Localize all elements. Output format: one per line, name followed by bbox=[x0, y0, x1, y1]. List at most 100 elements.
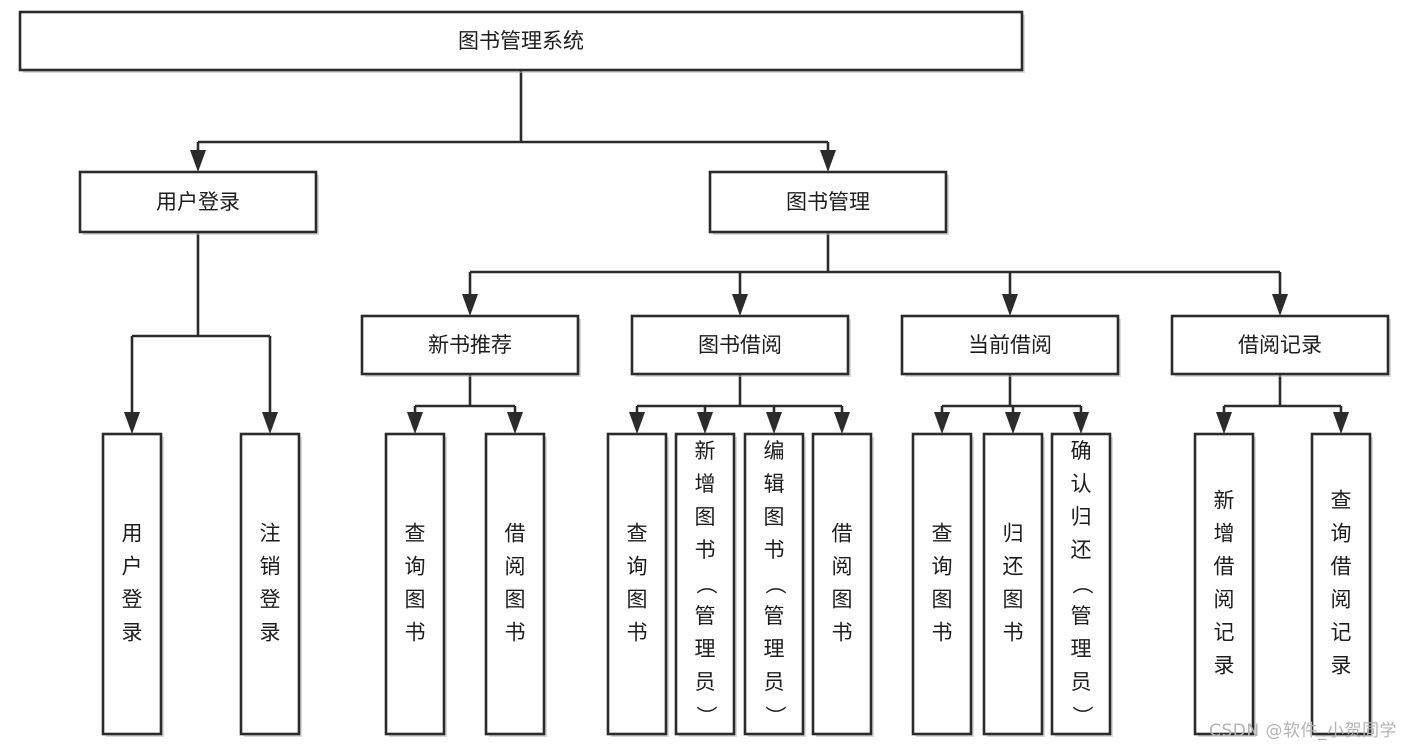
arrow-head-icon bbox=[1333, 412, 1349, 434]
connector-group bbox=[629, 374, 850, 434]
arrow-head-icon bbox=[462, 294, 478, 316]
node-label-char: 确 bbox=[1071, 439, 1092, 463]
node-box[interactable] bbox=[708, 170, 948, 234]
node-box[interactable] bbox=[674, 432, 736, 736]
node-label-char: 询 bbox=[932, 555, 953, 579]
node-box[interactable] bbox=[982, 432, 1044, 736]
arrow-head-icon bbox=[1073, 412, 1089, 434]
node-label-char: 图 bbox=[505, 588, 526, 612]
node-label-char: 图 bbox=[695, 505, 716, 529]
node-label-char: 理 bbox=[695, 637, 716, 661]
connector-group bbox=[407, 374, 523, 434]
node-records[interactable]: 借阅记录 bbox=[1170, 314, 1391, 377]
arrow-head-icon bbox=[834, 412, 850, 434]
node-label-char: （ bbox=[763, 574, 787, 595]
node-label-char: 阅 bbox=[1331, 588, 1352, 612]
node-label-char: 书 bbox=[627, 621, 648, 645]
node-box[interactable] bbox=[1050, 432, 1112, 736]
node-box[interactable] bbox=[900, 314, 1120, 376]
node-box[interactable] bbox=[606, 432, 668, 736]
node-box[interactable] bbox=[384, 432, 446, 736]
node-label-char: 销 bbox=[260, 555, 281, 579]
node-label-char: 书 bbox=[764, 538, 785, 562]
node-box[interactable] bbox=[911, 432, 973, 736]
node-box[interactable] bbox=[239, 432, 301, 736]
node-label: 当前借阅 bbox=[968, 333, 1052, 357]
node-label-char: 户 bbox=[122, 555, 143, 579]
arrow-head-icon bbox=[1272, 294, 1288, 316]
node-label-char: 查 bbox=[627, 522, 648, 546]
node-label-char: 阅 bbox=[505, 555, 526, 579]
node-label-char: 还 bbox=[1003, 555, 1024, 579]
node-newbook[interactable]: 新书推荐 bbox=[360, 314, 581, 377]
node-label-char: （ bbox=[1070, 574, 1094, 595]
node-label-char: 借 bbox=[1214, 555, 1235, 579]
node-label-char: 用 bbox=[122, 522, 143, 546]
node-label-char: 增 bbox=[1214, 522, 1235, 546]
node-box[interactable] bbox=[1170, 314, 1390, 376]
node-box[interactable] bbox=[360, 314, 580, 376]
node-label-char: 注 bbox=[260, 522, 281, 546]
node-label-char: 书 bbox=[405, 621, 426, 645]
node-bookmgmt[interactable]: 图书管理 bbox=[708, 170, 949, 235]
node-label: 图书管理 bbox=[786, 190, 870, 214]
node-root[interactable]: 图书管理系统 bbox=[18, 10, 1025, 73]
arrow-head-icon bbox=[124, 412, 140, 434]
node-label-char: ） bbox=[763, 706, 787, 727]
node-label: 图书借阅 bbox=[698, 333, 782, 357]
arrow-head-icon bbox=[629, 412, 645, 434]
node-label-char: 查 bbox=[405, 522, 426, 546]
node-label-char: 查 bbox=[1331, 489, 1352, 513]
node-label-char: 书 bbox=[932, 621, 953, 645]
node-box[interactable] bbox=[484, 432, 546, 736]
node-box[interactable] bbox=[811, 432, 873, 736]
node-login[interactable]: 用户登录 bbox=[78, 170, 319, 235]
node-label-char: 书 bbox=[832, 621, 853, 645]
node-label-char: 员 bbox=[764, 670, 785, 694]
node-box[interactable] bbox=[630, 314, 850, 376]
node-label: 借阅记录 bbox=[1238, 333, 1322, 357]
node-label-char: 编 bbox=[764, 439, 785, 463]
node-label-char: 图 bbox=[1003, 588, 1024, 612]
node-label-char: 借 bbox=[832, 522, 853, 546]
node-label-char: 记 bbox=[1214, 621, 1235, 645]
node-box[interactable] bbox=[1193, 432, 1255, 736]
arrow-head-icon bbox=[262, 412, 278, 434]
node-box[interactable] bbox=[101, 432, 163, 736]
node-box[interactable] bbox=[18, 10, 1024, 72]
node-label-char: 图 bbox=[627, 588, 648, 612]
node-label-char: 管 bbox=[1071, 604, 1092, 628]
node-label-char: 录 bbox=[1214, 654, 1235, 678]
arrow-head-icon bbox=[697, 412, 713, 434]
arrow-head-icon bbox=[934, 412, 950, 434]
node-leaf-login-1[interactable]: 用户登录 bbox=[101, 432, 164, 737]
node-label-char: 阅 bbox=[832, 555, 853, 579]
node-label-char: 登 bbox=[260, 588, 281, 612]
arrow-head-icon bbox=[1216, 412, 1232, 434]
node-box[interactable] bbox=[78, 170, 318, 234]
node-current[interactable]: 当前借阅 bbox=[900, 314, 1121, 377]
node-box[interactable] bbox=[1310, 432, 1372, 736]
arrow-head-icon bbox=[407, 412, 423, 434]
node-borrow[interactable]: 图书借阅 bbox=[630, 314, 851, 377]
node-label-char: （ bbox=[694, 574, 718, 595]
node-label-char: 认 bbox=[1071, 472, 1092, 496]
node-label: 新书推荐 bbox=[428, 333, 512, 357]
node-box[interactable] bbox=[743, 432, 805, 736]
arrow-head-icon bbox=[507, 412, 523, 434]
node-label-char: 归 bbox=[1071, 505, 1092, 529]
node-label-char: 询 bbox=[1331, 522, 1352, 546]
